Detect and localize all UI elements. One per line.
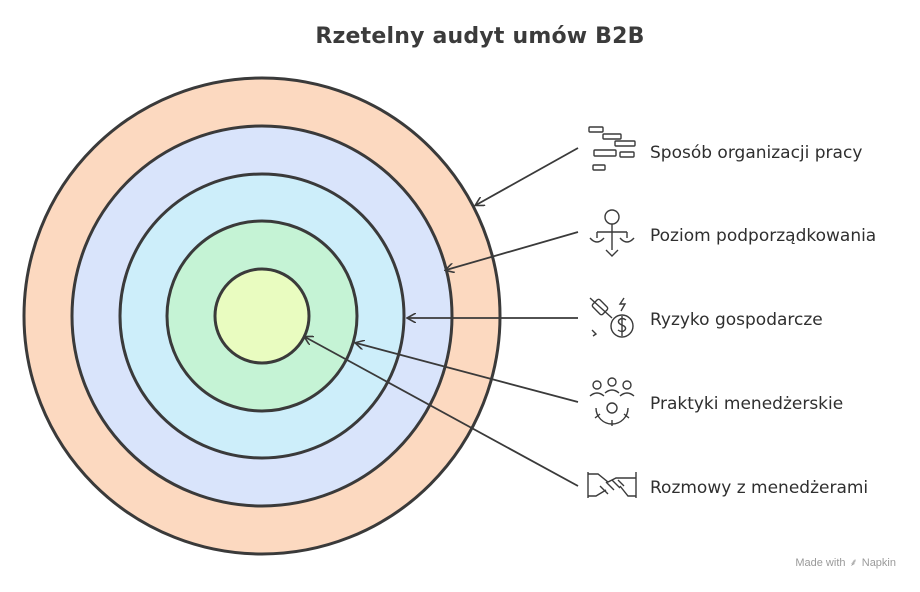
watermark: Made with ⸙ Napkin xyxy=(795,555,896,570)
label-business-risk: Ryzyko gospodarcze xyxy=(650,310,823,330)
labels: Sposób organizacji pracy Poziom podporzą… xyxy=(650,143,876,498)
napkin-logo-icon: ⸙ xyxy=(849,557,858,569)
label-management-practices: Praktyki menedżerskie xyxy=(650,394,843,414)
risk-money-icon xyxy=(589,297,634,338)
hierarchy-icon xyxy=(589,209,635,257)
watermark-brand: Napkin xyxy=(861,556,896,569)
connector-2 xyxy=(446,231,579,270)
ring-3-outline xyxy=(118,172,406,460)
gantt-chart-icon xyxy=(588,126,636,171)
handshake-icon xyxy=(587,472,637,498)
label-manager-interviews: Rozmowy z menedżerami xyxy=(650,478,868,498)
label-subordination: Poziom podporządkowania xyxy=(650,226,876,246)
ring-2-outline xyxy=(70,124,454,508)
label-organization: Sposób organizacji pracy xyxy=(650,143,862,163)
ring-core-fill xyxy=(215,269,309,363)
rings xyxy=(22,76,502,556)
ring-outer-outline xyxy=(22,76,502,556)
connectors xyxy=(305,147,579,487)
diagram-title: Rzetelny audyt umów B2B xyxy=(315,24,645,49)
ring-core-outline xyxy=(213,267,311,365)
team-gear-icon xyxy=(589,377,635,426)
ring-4-outline xyxy=(165,219,359,413)
connector-1 xyxy=(476,147,579,205)
connector-4 xyxy=(356,343,579,403)
watermark-prefix: Made with xyxy=(795,556,846,569)
connector-5 xyxy=(305,337,579,487)
